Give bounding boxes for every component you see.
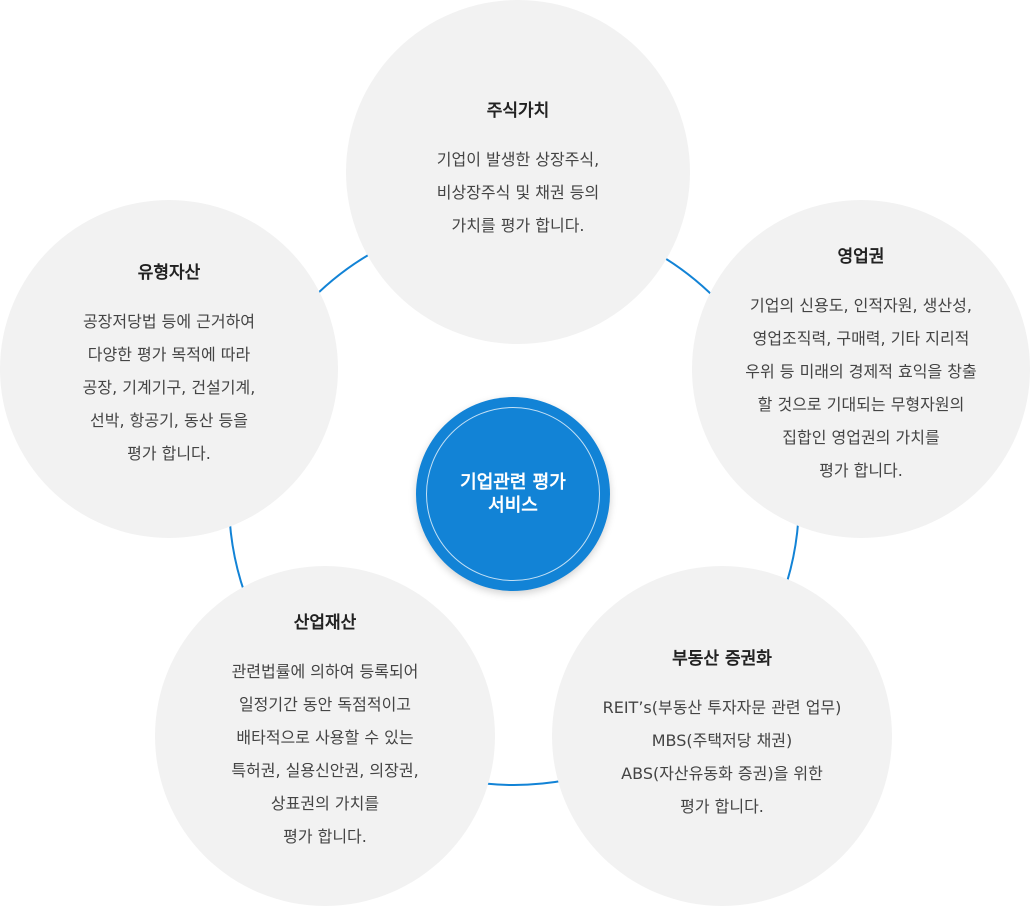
business-rights-circle: 영업권 기업의 신용도, 인적자원, 생산성, 영업조직력, 구매력, 기타 지… bbox=[692, 200, 1030, 538]
stock-value-circle: 주식가치 기업이 발생한 상장주식, 비상장주식 및 채권 등의 가치를 평가 … bbox=[346, 0, 690, 344]
industrial-property-desc: 관련법률에 의하여 등록되어 일정기간 동안 독점적이고 배타적으로 사용할 수… bbox=[231, 662, 419, 846]
tangible-assets-title: 유형자산 bbox=[137, 263, 201, 283]
stock-value-desc: 기업이 발생한 상장주식, 비상장주식 및 채권 등의 가치를 평가 합니다. bbox=[436, 150, 600, 235]
business-rights-title: 영업권 bbox=[837, 247, 885, 267]
real-estate-securitization-desc: REIT’s(부동산 투자자문 관련 업무) MBS(주택저당 채권) ABS(… bbox=[602, 698, 842, 816]
real-estate-securitization-title: 부동산 증권화 bbox=[672, 649, 772, 669]
industrial-property-title: 산업재산 bbox=[293, 613, 357, 633]
center-service-circle: 기업관련 평가 서비스 bbox=[416, 397, 610, 591]
industrial-property-circle: 산업재산 관련법률에 의하여 등록되어 일정기간 동안 독점적이고 배타적으로 … bbox=[155, 566, 495, 906]
business-rights-desc: 기업의 신용도, 인적자원, 생산성, 영업조직력, 구매력, 기타 지리적 우… bbox=[745, 296, 977, 480]
stock-value-title: 주식가치 bbox=[486, 101, 550, 121]
center-inner-ring: 기업관련 평가 서비스 bbox=[426, 407, 600, 581]
real-estate-securitization-circle: 부동산 증권화 REIT’s(부동산 투자자문 관련 업무) MBS(주택저당 … bbox=[552, 566, 892, 906]
tangible-assets-circle: 유형자산 공장저당법 등에 근거하여 다양한 평가 목적에 따라 공장, 기계기… bbox=[0, 200, 338, 538]
center-service-label: 기업관련 평가 서비스 bbox=[460, 472, 566, 516]
tangible-assets-desc: 공장저당법 등에 근거하여 다양한 평가 목적에 따라 공장, 기계기구, 건설… bbox=[82, 312, 256, 463]
